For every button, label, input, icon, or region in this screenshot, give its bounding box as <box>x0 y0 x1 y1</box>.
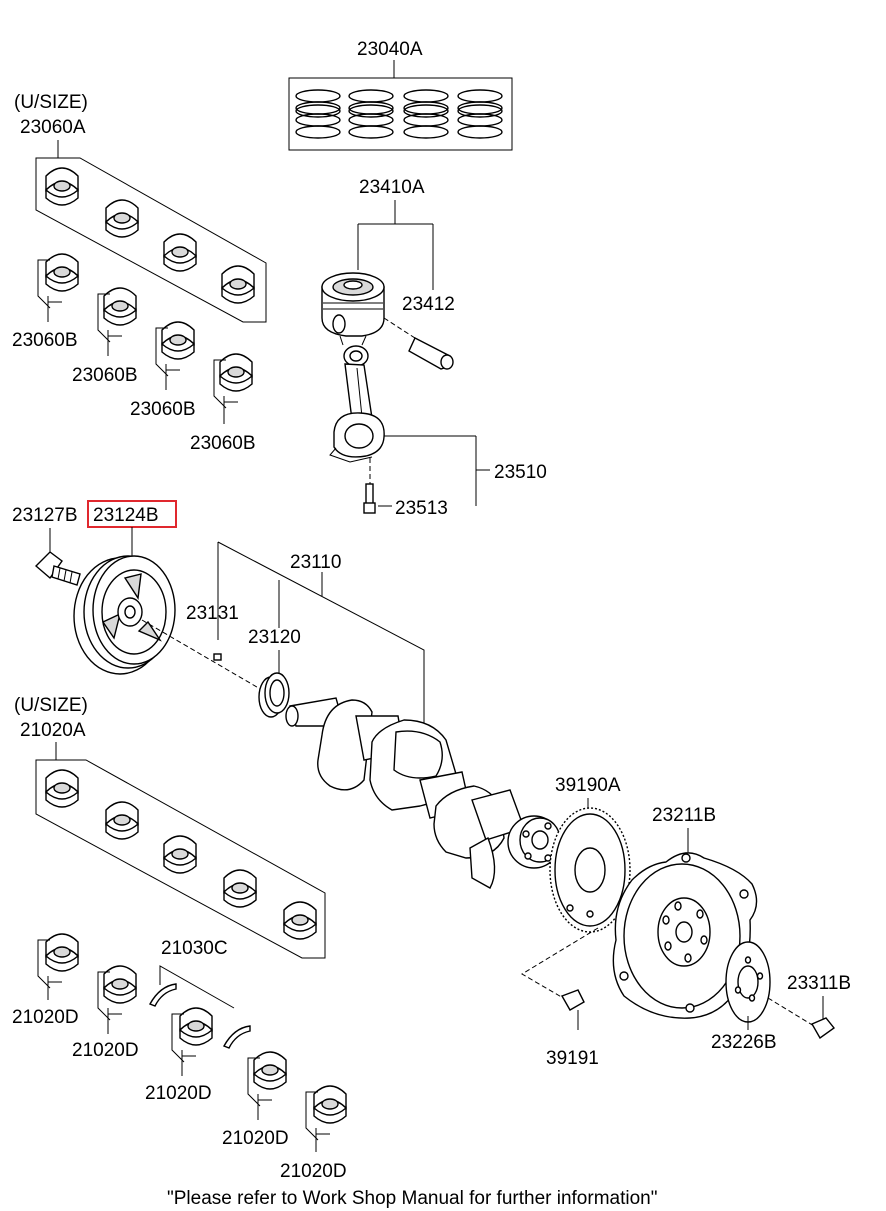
crankshaft-sprocket[interactable] <box>258 672 290 718</box>
label-usize-upper: (U/SIZE) <box>14 92 88 113</box>
label-usize-lower: (U/SIZE) <box>14 695 88 716</box>
crankshaft-pulley[interactable] <box>73 527 176 675</box>
label-23060B-2[interactable]: 23060B <box>72 365 138 386</box>
label-23211B[interactable]: 23211B <box>652 805 716 826</box>
label-21030C[interactable]: 21030C <box>161 938 228 959</box>
label-23513[interactable]: 23513 <box>395 498 448 519</box>
bearing-shell <box>103 287 137 326</box>
bearing-shell <box>45 167 79 206</box>
label-23120[interactable]: 23120 <box>248 627 301 648</box>
label-21020D-3[interactable]: 21020D <box>145 1083 212 1104</box>
upper-bearing-set[interactable] <box>35 140 267 323</box>
bearing-shell <box>105 199 139 238</box>
single-bearings-23060B[interactable] <box>37 253 253 424</box>
bearing-shell <box>163 835 197 874</box>
bearing-shell <box>45 769 79 808</box>
label-23060B-1[interactable]: 23060B <box>12 330 78 351</box>
label-39191[interactable]: 39191 <box>546 1048 599 1069</box>
label-39190A[interactable]: 39190A <box>555 775 621 796</box>
piston-ring-stack <box>457 89 503 139</box>
piston[interactable] <box>321 200 434 346</box>
piston-ring-stack <box>403 89 449 139</box>
footer-note: "Please refer to Work Shop Manual for fu… <box>167 1188 657 1209</box>
label-21020A[interactable]: 21020A <box>20 720 86 741</box>
bearing-shell <box>283 901 317 940</box>
label-21020D-4[interactable]: 21020D <box>222 1128 289 1149</box>
label-23040A[interactable]: 23040A <box>357 39 423 60</box>
flywheel-adapter-plate[interactable] <box>725 941 771 1030</box>
thrust-washers[interactable] <box>149 965 251 1049</box>
piston-pin[interactable] <box>383 317 454 370</box>
rod-bolt[interactable] <box>363 458 392 514</box>
label-21020D-5[interactable]: 21020D <box>280 1161 347 1182</box>
label-23060A[interactable]: 23060A <box>20 117 86 138</box>
ring-gear-bolt[interactable] <box>521 927 599 1030</box>
piston-ring-stack <box>348 89 394 139</box>
flywheel-drive-plate[interactable] <box>612 828 758 1019</box>
piston-ring-stack <box>295 89 341 139</box>
ring-gear-plate[interactable] <box>549 798 631 933</box>
flywheel-bolt-axis <box>767 997 815 1027</box>
flywheel-bolt[interactable] <box>811 996 836 1040</box>
piston-ring-set[interactable] <box>288 60 513 151</box>
single-bearings-21020D[interactable] <box>37 933 347 1152</box>
label-23410A[interactable]: 23410A <box>359 177 425 198</box>
label-23127B[interactable]: 23127B <box>12 505 78 526</box>
bearing-shell <box>253 1051 287 1090</box>
bearing-shell <box>45 253 79 292</box>
label-23110[interactable]: 23110 <box>290 552 341 573</box>
crank-pulley-bolt[interactable] <box>34 528 81 586</box>
bearing-shell <box>103 965 137 1004</box>
bearing-shell <box>223 869 257 908</box>
bearing-shell <box>45 933 79 972</box>
label-23412[interactable]: 23412 <box>402 294 455 315</box>
bearing-shell <box>163 233 197 272</box>
crankshaft-key[interactable] <box>213 653 222 661</box>
bearing-shell <box>105 801 139 840</box>
label-23060B-4[interactable]: 23060B <box>190 433 256 454</box>
crankshaft-leader <box>217 541 425 730</box>
crankshaft[interactable] <box>285 697 561 889</box>
label-21020D-2[interactable]: 21020D <box>72 1040 139 1061</box>
pulley-axis-line <box>141 619 263 691</box>
label-23060B-3[interactable]: 23060B <box>130 399 196 420</box>
connecting-rod[interactable] <box>329 345 490 506</box>
label-23226B[interactable]: 23226B <box>711 1032 777 1053</box>
label-23124B[interactable]: 23124B <box>93 505 159 526</box>
bearing-shell <box>313 1085 347 1124</box>
label-23311B[interactable]: 23311B <box>787 973 851 994</box>
label-21020D-1[interactable]: 21020D <box>12 1007 79 1028</box>
bearing-shell <box>161 321 195 360</box>
bearing-shell <box>221 265 255 304</box>
label-23131[interactable]: 23131 <box>186 603 239 624</box>
lower-bearing-set[interactable] <box>35 742 326 959</box>
bearing-shell <box>179 1007 213 1046</box>
label-23510[interactable]: 23510 <box>494 462 547 483</box>
bearing-shell <box>219 353 253 392</box>
